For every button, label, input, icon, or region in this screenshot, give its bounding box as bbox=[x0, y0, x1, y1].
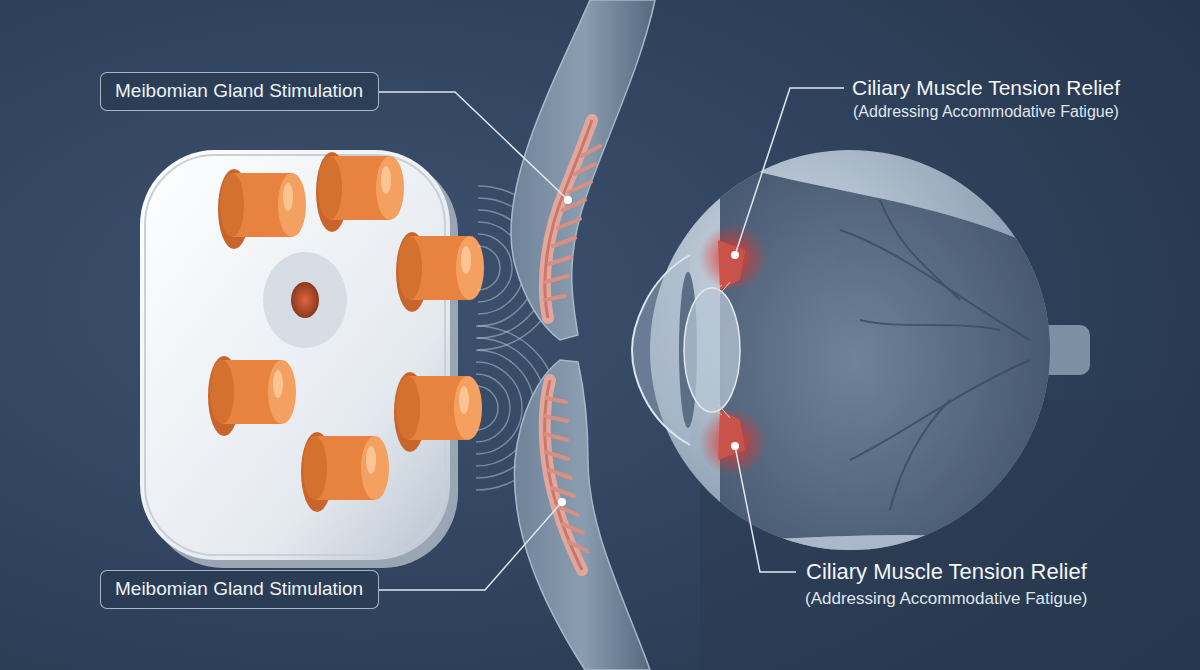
upper-eyelid bbox=[511, 0, 655, 340]
device-recess bbox=[263, 252, 347, 348]
leader-dot bbox=[731, 251, 739, 259]
zonules bbox=[712, 282, 730, 418]
callout-box: Meibomian Gland Stimulation bbox=[100, 570, 379, 609]
massage-pod bbox=[394, 372, 482, 452]
lens bbox=[684, 288, 740, 412]
vibration-wave bbox=[478, 246, 500, 290]
pod-back bbox=[210, 360, 234, 424]
massage-pod bbox=[301, 432, 389, 512]
gland-acini bbox=[545, 146, 600, 300]
pod-back bbox=[398, 236, 422, 300]
pod-highlight bbox=[366, 446, 376, 474]
pod-highlight bbox=[461, 246, 471, 274]
ciliary-muscle bbox=[718, 410, 745, 460]
retinal-vessels bbox=[840, 200, 1030, 510]
leader-line bbox=[735, 446, 796, 572]
leader-dot bbox=[731, 442, 739, 450]
device-edge bbox=[145, 155, 445, 555]
pod-highlight bbox=[459, 386, 469, 414]
pod-back bbox=[318, 156, 342, 220]
callout-label: Ciliary Muscle Tension Relief bbox=[806, 558, 1087, 586]
gland-duct bbox=[545, 120, 592, 318]
leader-line bbox=[379, 92, 566, 198]
callout-subtitle: (Addressing Accommodative Fatigue) bbox=[853, 102, 1119, 122]
leader-line bbox=[379, 502, 562, 590]
leader-dot bbox=[564, 196, 572, 204]
pod-back bbox=[303, 436, 327, 500]
massage-pod bbox=[218, 169, 306, 249]
callout-label: Ciliary Muscle Tension Relief bbox=[852, 75, 1120, 101]
meibomian-gland bbox=[545, 380, 582, 570]
pod-back bbox=[396, 376, 420, 440]
ciliary-glow bbox=[699, 408, 767, 476]
pod-cap bbox=[361, 436, 389, 500]
leader-line bbox=[735, 88, 844, 255]
pod-cap bbox=[268, 360, 296, 424]
pod-back bbox=[220, 173, 244, 237]
callout-text: Meibomian Gland Stimulation bbox=[115, 79, 364, 103]
vibration-wave bbox=[476, 374, 510, 442]
pod-highlight bbox=[283, 183, 293, 211]
device-housing bbox=[140, 150, 450, 560]
gland-acini bbox=[545, 398, 587, 551]
massage-pod bbox=[208, 356, 296, 436]
callout-subtitle: (Addressing Accommodative Fatigue) bbox=[805, 588, 1088, 610]
callout-text: Meibomian Gland Stimulation bbox=[115, 577, 364, 601]
callout-box: Meibomian Gland Stimulation bbox=[100, 72, 379, 111]
ciliary-glow bbox=[699, 224, 767, 292]
ciliary-muscle bbox=[718, 240, 745, 290]
gland-duct bbox=[545, 380, 582, 570]
pod-cap bbox=[278, 173, 306, 237]
meibomian-gland bbox=[545, 120, 592, 318]
cut-face bbox=[720, 535, 1060, 560]
leader-dot bbox=[558, 498, 566, 506]
pod-highlight bbox=[381, 166, 391, 194]
vibration-wave bbox=[476, 386, 498, 430]
massage-pod bbox=[316, 152, 404, 232]
massage-pod bbox=[396, 232, 484, 312]
eye-interior bbox=[720, 160, 1060, 560]
vibration-wave bbox=[478, 234, 512, 302]
lower-eyelid bbox=[514, 360, 650, 670]
pod-cap bbox=[376, 156, 404, 220]
pod-highlight bbox=[273, 370, 283, 398]
vibration-wave bbox=[476, 362, 522, 454]
device-sensor bbox=[291, 282, 319, 318]
